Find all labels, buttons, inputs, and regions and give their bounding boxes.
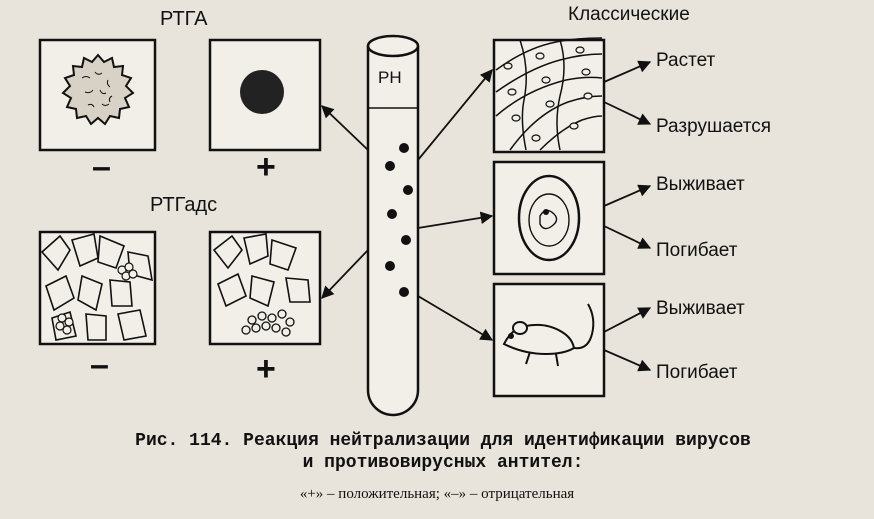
rtga-negative-sign: – <box>92 148 111 186</box>
test-tube-icon <box>366 34 420 417</box>
rtgads-negative-sign: – <box>90 346 109 384</box>
caption-line-2: и противовирусных антител: <box>302 453 584 473</box>
rtga-positive-panel <box>208 38 322 152</box>
settled-erythrocytes-dot-icon <box>240 70 284 114</box>
rtgads-label: РТГадс <box>150 194 218 216</box>
rtga-label: РТГА <box>160 8 208 30</box>
outcome-destroyed: Разрушается <box>656 116 771 137</box>
outcome-arrows <box>603 60 652 372</box>
tube-to-left-arrows <box>321 105 369 299</box>
mouse-icon <box>502 303 595 367</box>
classic-label: Классические <box>568 4 690 25</box>
caption-line-1: Рис. 114. Реакция нейтрализации для иден… <box>135 431 751 451</box>
outcome-egg-survives: Выживает <box>656 174 745 195</box>
outcome-grows: Растет <box>656 50 716 71</box>
rn-label: РН <box>378 68 402 87</box>
rtga-negative-panel <box>38 38 157 152</box>
cell-culture-panel <box>492 37 606 154</box>
mouse-panel <box>492 282 606 398</box>
chick-embryo-panel <box>492 160 606 276</box>
rtgads-positive-sign: + <box>256 350 276 388</box>
figure-caption: Рис. 114. Реакция нейтрализации для иден… <box>28 430 858 474</box>
rtgads-positive-panel <box>208 230 322 346</box>
rtgads-negative-panel <box>38 230 157 346</box>
outcome-egg-dies: Погибает <box>656 240 738 261</box>
outcome-mouse-survives: Выживает <box>656 298 745 319</box>
outcome-mouse-dies: Погибает <box>656 362 738 383</box>
tube-to-right-arrows <box>417 69 494 341</box>
caption-legend: «+» – положительная; «–» – отрицательная <box>299 486 575 502</box>
rtga-positive-sign: + <box>256 148 276 186</box>
hemagglutinated-cell-icon <box>61 53 135 126</box>
